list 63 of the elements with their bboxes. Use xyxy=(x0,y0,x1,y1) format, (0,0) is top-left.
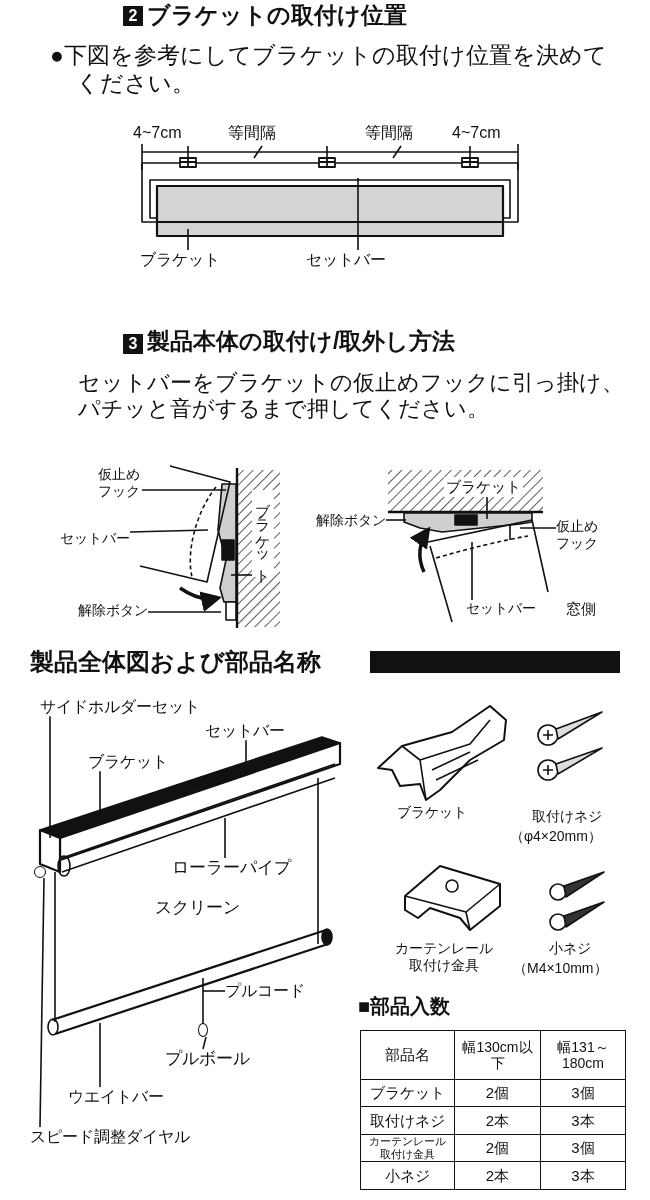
table-heading: ■部品入数 xyxy=(358,994,451,1018)
part-label: プルコード xyxy=(225,981,305,1001)
leader-line xyxy=(519,527,557,529)
part-label: サイドホルダーセット xyxy=(40,697,200,717)
part-caption: ブラケット xyxy=(397,804,467,821)
section-heading: 製品本体の取付け/取外し方法 xyxy=(147,328,456,356)
instruction-text: セットバーをブラケットの仮止めフックに引っ掛け、パチッと音がするまで押してください。 xyxy=(78,370,625,423)
leader-line xyxy=(486,496,488,520)
table-cell: 2本 xyxy=(453,1161,542,1190)
number-badge: 2 xyxy=(123,6,143,26)
part-label: ローラーパイプ xyxy=(172,858,291,879)
part-label: 仮止めフック xyxy=(98,466,142,500)
leader-line xyxy=(39,877,45,1128)
part-caption: カーテンレール取付け金具 xyxy=(394,940,494,974)
dial xyxy=(34,866,46,878)
leader-line xyxy=(129,529,209,533)
part-label: 解除ボタン xyxy=(78,602,148,619)
part-caption: 小ネジ xyxy=(549,940,591,957)
part-label: 仮止めフック xyxy=(556,518,600,552)
table-cell: 3本 xyxy=(540,1161,626,1190)
leader-line xyxy=(385,519,407,521)
leader-line xyxy=(230,574,253,576)
section-heading: ブラケットの取付け位置 xyxy=(147,2,407,30)
leader-line xyxy=(187,228,189,251)
part-label: セットバー xyxy=(205,721,285,741)
leader-line xyxy=(224,817,226,859)
table-cell: 3本 xyxy=(540,1106,626,1135)
part-label: セットバー xyxy=(60,530,130,547)
leader-line xyxy=(471,541,473,601)
part-label: プルボール xyxy=(165,1049,250,1070)
part-caption: （M4×10mm） xyxy=(513,960,608,977)
leader-line xyxy=(99,1022,101,1088)
part-label: ブラケット xyxy=(140,250,220,270)
leader-line xyxy=(202,990,226,992)
dimension-label: 4~7cm xyxy=(452,123,501,143)
part-caption: 取付けネジ xyxy=(532,808,602,825)
leader-line xyxy=(202,1036,207,1050)
leader-line xyxy=(141,489,227,491)
instruction-text: ●下図を参考にしてブラケットの取付け位置を決めてください。 xyxy=(50,42,608,98)
table-cell: 小ネジ xyxy=(360,1161,455,1190)
table-cell: 幅131～180cm xyxy=(540,1030,626,1080)
part-label: ブラケット xyxy=(252,490,274,577)
number-badge: 3 xyxy=(123,334,143,354)
part-label: セットバー xyxy=(306,250,386,270)
table-cell: 部品名 xyxy=(360,1030,455,1080)
part-label: スクリーン xyxy=(155,898,240,919)
table-cell: 取付けネジ xyxy=(360,1106,455,1135)
part-label: スピード調整ダイヤル xyxy=(30,1127,190,1147)
leader-line xyxy=(357,177,359,251)
dimension-label: 等間隔 xyxy=(365,123,413,143)
part-label: セットバー xyxy=(466,600,536,617)
part-label: ブラケット xyxy=(88,752,168,772)
pull-ball xyxy=(198,1023,208,1037)
side-label: 窓側 xyxy=(566,600,596,618)
dimension-label: 4~7cm xyxy=(133,123,182,143)
leader-line xyxy=(147,611,222,613)
part-label: 解除ボタン xyxy=(316,512,386,529)
part-label: ブラケット xyxy=(444,477,523,497)
leader-line xyxy=(49,715,51,839)
part-caption: （φ4×20mm） xyxy=(510,828,602,845)
section-heading: 製品全体図および部品名称 xyxy=(30,648,620,677)
dimension-label: 等間隔 xyxy=(228,123,276,143)
part-label: ウエイトバー xyxy=(68,1087,164,1107)
